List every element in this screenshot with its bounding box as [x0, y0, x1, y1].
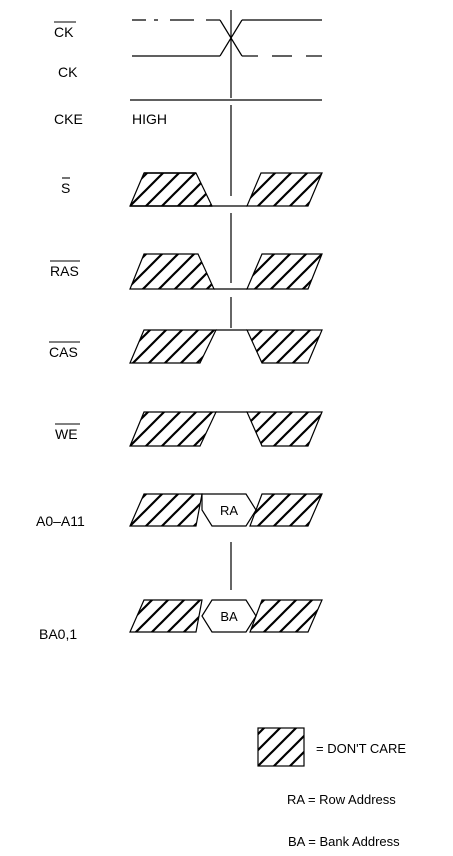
- legend-dont-care: = DON'T CARE: [316, 741, 406, 756]
- legend-hatch-swatch: [257, 727, 305, 767]
- legend-bank-address: BA = Bank Address: [288, 834, 400, 849]
- label-cke-high: HIGH: [132, 111, 167, 127]
- s-bar-waveform: [129, 172, 323, 207]
- bank-waveform: [129, 599, 323, 633]
- address-waveform: [129, 493, 323, 527]
- ck-waveform: [132, 19, 322, 57]
- label-cas-bar: CAS: [49, 344, 78, 360]
- label-ck: CK: [58, 64, 78, 80]
- ra-box: [201, 493, 257, 527]
- label-we-bar: WE: [55, 426, 78, 442]
- label-s-bar: S: [61, 180, 70, 196]
- label-bank: BA0,1: [39, 626, 77, 642]
- ba-value: BA: [220, 609, 238, 624]
- ras-bar-waveform: [129, 253, 323, 290]
- we-bar-waveform: [129, 411, 323, 447]
- label-address: A0–A11: [36, 513, 85, 529]
- ra-value: RA: [220, 503, 238, 518]
- label-ck-bar: CK: [54, 24, 74, 40]
- cas-bar-waveform: [129, 329, 323, 364]
- ck-bar-waveform: [132, 19, 322, 57]
- legend-row-address: RA = Row Address: [287, 792, 396, 807]
- label-ras-bar: RAS: [50, 263, 79, 279]
- label-cke: CKE: [54, 111, 83, 127]
